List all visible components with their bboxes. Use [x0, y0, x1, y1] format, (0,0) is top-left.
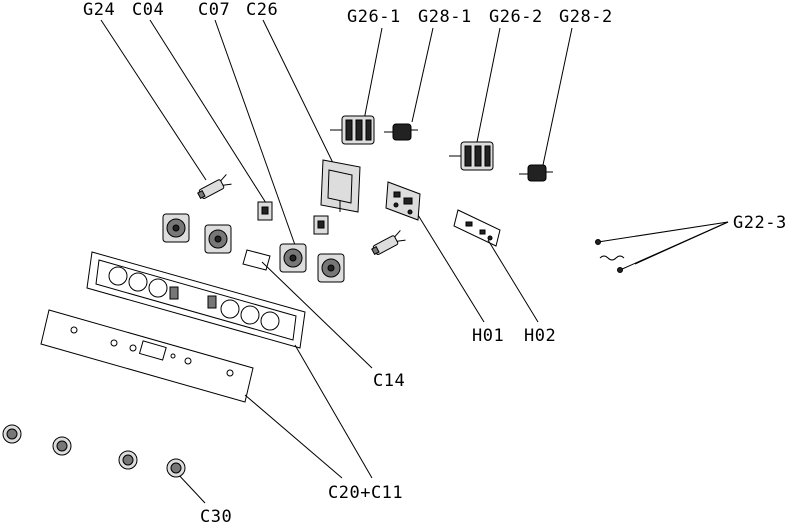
knob-1 [2, 424, 22, 444]
part-g28-2-rotary [519, 164, 553, 182]
label-g28-1: G28-1 [418, 7, 472, 27]
part-c26-bracket [320, 159, 361, 213]
leader-c30 [175, 471, 206, 504]
label-g28-2: G28-2 [559, 7, 613, 27]
knob-housing-4 [317, 253, 345, 283]
knob-2 [52, 436, 72, 456]
leader-lines [100, 19, 729, 504]
leader-g22-3-a [597, 221, 729, 243]
leader-g28-2 [542, 27, 573, 166]
part-g22-3-wires [595, 239, 625, 273]
leader-c14 [261, 261, 373, 369]
part-g26-2-switch [449, 141, 494, 171]
label-c20-c11: C20+C11 [328, 483, 403, 503]
label-h01: H01 [472, 326, 504, 346]
label-c26: C26 [246, 0, 278, 20]
label-c30: C30 [200, 507, 232, 523]
part-c07-knob-housings [162, 213, 345, 283]
leader-c07 [214, 19, 296, 246]
leader-c20-c11-a [294, 344, 373, 479]
label-c04: C04 [132, 0, 164, 20]
knob-housing-1 [162, 213, 190, 243]
label-g22-3: G22-3 [733, 213, 787, 233]
part-h02-pcb [453, 209, 501, 247]
part-g24-lamp [197, 174, 232, 200]
part-c20-panel-frame [86, 251, 306, 349]
leader-g28-1 [411, 27, 434, 123]
leader-h02 [487, 239, 539, 323]
part-c04-switch [257, 201, 273, 221]
leader-g24 [100, 19, 207, 181]
leader-c04 [149, 19, 267, 204]
part-c30-knobs [2, 424, 186, 478]
leader-g26-2 [475, 27, 501, 148]
part-switch-2 [313, 215, 329, 235]
part-c11-front-plate [40, 309, 254, 403]
label-h02: H02 [524, 326, 556, 346]
knob-3 [118, 450, 138, 470]
knob-housing-2 [204, 224, 232, 254]
leader-c26 [262, 19, 335, 166]
part-c14-plate [242, 249, 271, 271]
knob-4 [166, 458, 186, 478]
part-h01-pcb [385, 181, 421, 221]
leader-c20-c11-b [244, 394, 343, 479]
label-g24: G24 [83, 0, 115, 20]
label-c14: C14 [373, 371, 405, 391]
label-g26-1: G26-1 [347, 7, 401, 27]
part-g28-1-rotary [384, 123, 418, 141]
leader-g26-1 [363, 27, 383, 121]
part-g26-1-switch [330, 115, 375, 145]
label-c07: C07 [198, 0, 230, 20]
part-lamp-holder-2 [371, 230, 406, 256]
label-g26-2: G26-2 [489, 7, 543, 27]
leader-g22-3-c [634, 221, 729, 265]
leader-h01 [417, 214, 485, 323]
knob-housing-3 [279, 243, 307, 273]
